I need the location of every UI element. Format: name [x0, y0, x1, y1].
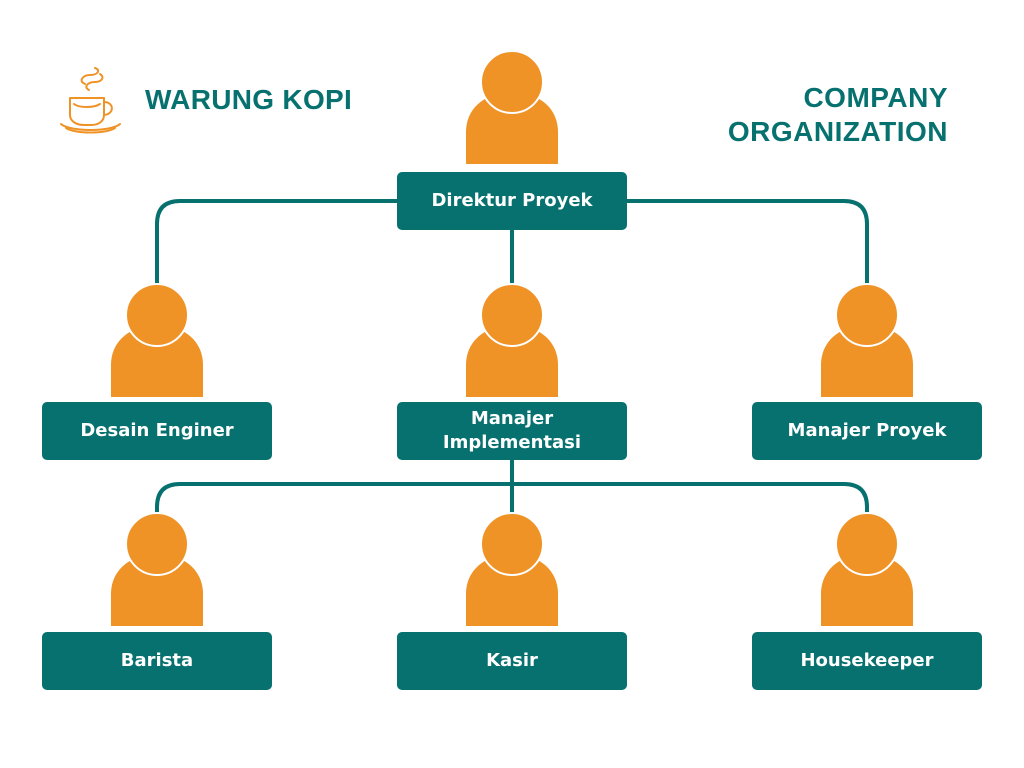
- person-icon: [108, 512, 206, 632]
- node-label: Kasir: [486, 650, 538, 671]
- person-icon: [463, 283, 561, 403]
- node-desain-enginer: Desain Enginer: [42, 402, 272, 460]
- brand-name: WARUNG KOPI: [145, 84, 353, 115]
- connector-direktur-to-manajer-proyek: [622, 199, 869, 286]
- person-icon: [463, 512, 561, 632]
- page-title-line-1: COMPANY: [803, 82, 948, 113]
- page-title: COMPANY ORGANIZATION: [728, 81, 948, 149]
- node-label: Barista: [120, 650, 194, 671]
- person-icon: [818, 283, 916, 403]
- node-manajer-implementasi: Manajer Implementasi: [397, 402, 627, 460]
- node-barista: Barista: [42, 632, 272, 690]
- page-title-line-2: ORGANIZATION: [727, 116, 948, 147]
- node-label: Direktur Proyek: [431, 190, 593, 211]
- connector-manajer-implementasi-to-barista: [155, 456, 514, 517]
- node-label: Manajer Proyek: [787, 420, 947, 441]
- node-manajer-proyek: Manajer Proyek: [752, 402, 982, 460]
- node-label: Desain Enginer: [80, 420, 234, 441]
- node-direktur-proyek: Direktur Proyek: [397, 172, 627, 230]
- connector-manajer-implementasi-to-housekeeper: [510, 482, 869, 517]
- connector-direktur-to-desain: [155, 199, 402, 286]
- node-kasir: Kasir: [397, 632, 627, 690]
- node-housekeeper: Housekeeper: [752, 632, 982, 690]
- person-icon: [108, 283, 206, 403]
- node-label: Housekeeper: [800, 650, 934, 671]
- node-label: Manajer Implementasi: [442, 408, 582, 453]
- coffee-cup-icon: [54, 66, 126, 136]
- person-icon: [818, 512, 916, 632]
- person-icon: [463, 50, 561, 170]
